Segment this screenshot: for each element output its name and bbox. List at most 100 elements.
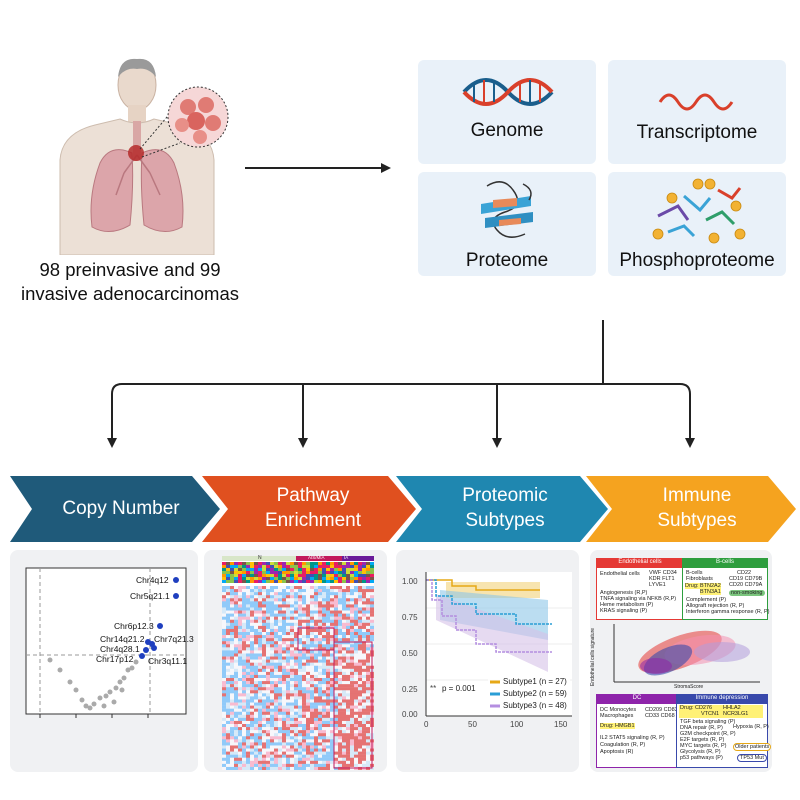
heatmap-cell: [290, 754, 294, 758]
heatmap-annotation-cell: [250, 562, 254, 565]
heatmap-cell: [354, 748, 358, 752]
heatmap-cell: [270, 678, 274, 682]
heatmap-cell: [226, 625, 230, 630]
heatmap-cell: [266, 708, 270, 712]
heatmap-cell: [354, 754, 358, 758]
heatmap-cell: [326, 595, 330, 599]
heatmap-cell: [294, 635, 298, 639]
heatmap-cell: [246, 607, 250, 611]
heatmap-cell: [254, 625, 258, 630]
heatmap-cell: [314, 705, 318, 709]
heatmap-cell: [254, 659, 258, 663]
heatmap-cell: [366, 656, 370, 660]
heatmap-cell: [322, 598, 326, 602]
heatmap-cell: [318, 687, 322, 691]
heatmap-cell: [258, 711, 262, 715]
heatmap-cell: [334, 760, 338, 765]
heatmap-cell: [350, 662, 354, 666]
heatmap-cell: [318, 730, 322, 734]
heatmap-cell: [282, 730, 286, 734]
heatmap-cell: [222, 751, 226, 755]
heatmap-cell: [330, 748, 334, 752]
heatmap-cell: [286, 684, 290, 688]
heatmap-cell: [294, 733, 298, 737]
heatmap-cell: [270, 693, 274, 697]
heatmap-cell: [326, 671, 330, 676]
heatmap-cell: [286, 711, 290, 715]
heatmap-cell: [346, 659, 350, 663]
protein-structure-icon: [481, 181, 533, 238]
heatmap-cell: [358, 714, 362, 719]
heatmap-cell: [250, 659, 254, 663]
heatmap-annotation-cell: [242, 571, 246, 574]
heatmap-annotation-cell: [290, 574, 294, 577]
heatmap-cell: [306, 641, 310, 645]
heatmap-cell: [318, 739, 322, 743]
heatmap-cell: [242, 635, 246, 639]
heatmap-group-bar-ia: [342, 556, 374, 561]
heatmap-cell: [234, 711, 238, 715]
heatmap-cell: [282, 586, 286, 590]
heatmap-annotation-cell: [226, 571, 230, 574]
heatmap-cell: [266, 638, 270, 642]
heatmap-cell: [330, 711, 334, 715]
heatmap-cell: [282, 607, 286, 611]
heatmap-cell: [294, 766, 298, 770]
heatmap-cell: [350, 757, 354, 761]
heatmap-annotation-cell: [246, 574, 250, 577]
heatmap-cell: [230, 751, 234, 755]
heatmap-cell: [350, 598, 354, 602]
heatmap-annotation-cell: [310, 565, 314, 568]
heatmap-cell: [358, 757, 362, 761]
heatmap-cell: [254, 678, 258, 682]
heatmap-cell: [242, 671, 246, 676]
heatmap-cell: [258, 736, 262, 740]
heatmap-cell: [298, 601, 302, 605]
heatmap-cell: [226, 595, 230, 599]
id-tag-older: Older patients: [733, 743, 772, 751]
heatmap-cell: [330, 628, 334, 633]
heatmap-annotation-cell: [266, 565, 270, 568]
heatmap-cell: [322, 751, 326, 755]
heatmap-cell: [286, 705, 290, 709]
heatmap-cell: [318, 598, 322, 602]
heatmap-cell: [366, 714, 370, 719]
heatmap-cell: [306, 589, 310, 593]
heatmap-cell: [302, 754, 306, 758]
pathway-line-2: Enrichment: [264, 510, 362, 531]
heatmap-cell: [230, 678, 234, 682]
heatmap-cell: [266, 622, 270, 627]
heatmap-cell: [322, 622, 326, 627]
heatmap-annotation-cell: [290, 568, 294, 571]
heatmap-cell: [270, 766, 274, 770]
heatmap-cell: [298, 619, 302, 623]
heatmap-cell: [310, 622, 314, 627]
heatmap-cell: [290, 705, 294, 709]
heatmap-annotation-cell: [262, 571, 266, 574]
heatmap-cell: [358, 717, 362, 722]
heatmap-cell: [338, 659, 342, 663]
heatmap-cell: [254, 727, 258, 731]
heatmap-cell: [350, 616, 354, 620]
heatmap-cell: [222, 690, 226, 694]
heatmap-cell: [322, 601, 326, 605]
heatmap-cell: [238, 748, 242, 752]
heatmap-cell: [338, 586, 342, 590]
heatmap-cell: [290, 736, 294, 740]
heatmap-cell: [370, 604, 374, 608]
heatmap-cell: [306, 751, 310, 755]
heatmap-cell: [346, 727, 350, 731]
heatmap-cell: [310, 592, 314, 596]
copy-number-label: Copy Number: [62, 498, 180, 519]
heatmap-cell: [366, 748, 370, 752]
heatmap-cell: [366, 757, 370, 761]
heatmap-cell: [270, 628, 274, 633]
immune-ylabel: Endothelial cells signature: [590, 627, 597, 687]
heatmap-cell: [346, 604, 350, 608]
heatmap-cell: [238, 766, 242, 770]
heatmap-cell: [234, 638, 238, 642]
heatmap-annotation-cell: [354, 574, 358, 577]
heatmap-cell: [326, 610, 330, 614]
heatmap-cell: [302, 619, 306, 623]
heatmap-cell: [250, 668, 254, 673]
